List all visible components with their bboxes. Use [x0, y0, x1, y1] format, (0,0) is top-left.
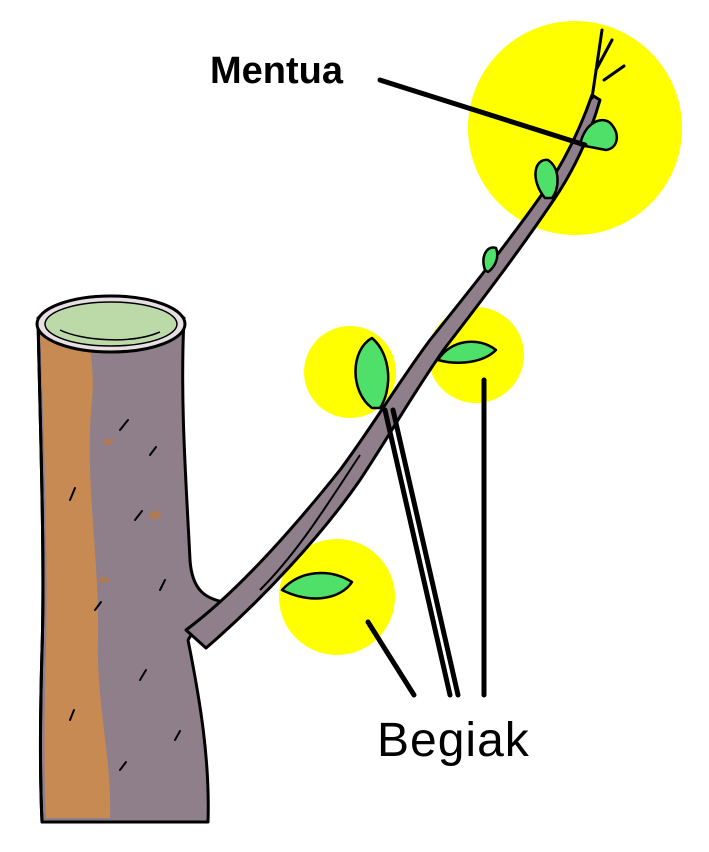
trunk [35, 294, 232, 824]
pointer-line-tip [377, 77, 588, 148]
bark-mark [174, 730, 181, 741]
pointer-line-bud-lower [365, 619, 417, 698]
bark-marks [69, 419, 181, 771]
bark-mark [159, 579, 166, 591]
pointer-lines [365, 77, 588, 698]
bark-mark [139, 669, 147, 681]
bark-mark [149, 446, 157, 456]
leaf-bud-icon [534, 158, 559, 200]
branch-body [184, 93, 602, 650]
leaf-bud-icon [354, 336, 390, 410]
bark-mark [134, 510, 143, 521]
leaf-bud-icon [280, 571, 354, 600]
leaf-bud-icon [578, 119, 619, 152]
bark-spot [149, 511, 161, 519]
pointer-line-bud-left-a [382, 407, 453, 698]
bark-spot [99, 577, 109, 583]
leaf-bud-icon [482, 246, 499, 274]
highlight-circle-tip [468, 21, 682, 235]
branch [184, 28, 626, 650]
trunk-lit-side [40, 330, 111, 818]
branch-tip-twig [590, 28, 626, 100]
bark-mark [69, 709, 75, 721]
pointer-line-bud-left-b [390, 407, 461, 698]
label-begiak: Begiak [377, 714, 530, 767]
leaf-bud-icon [436, 340, 498, 364]
trunk-cut-surface [44, 301, 178, 347]
buds [280, 119, 619, 600]
highlight-circles [279, 21, 682, 655]
bark-spot [103, 439, 113, 445]
branch-shading [259, 454, 361, 591]
bark-mark [94, 601, 102, 611]
bark-spots [99, 439, 161, 583]
trunk-cut-ring [59, 329, 161, 341]
bark-mark [119, 761, 127, 771]
label-mentua: Mentua [210, 50, 343, 92]
bark-mark [119, 419, 129, 431]
bark-mark [69, 487, 76, 501]
highlight-circle-bud-lower [279, 539, 395, 655]
trunk-outline-left [36, 317, 45, 823]
